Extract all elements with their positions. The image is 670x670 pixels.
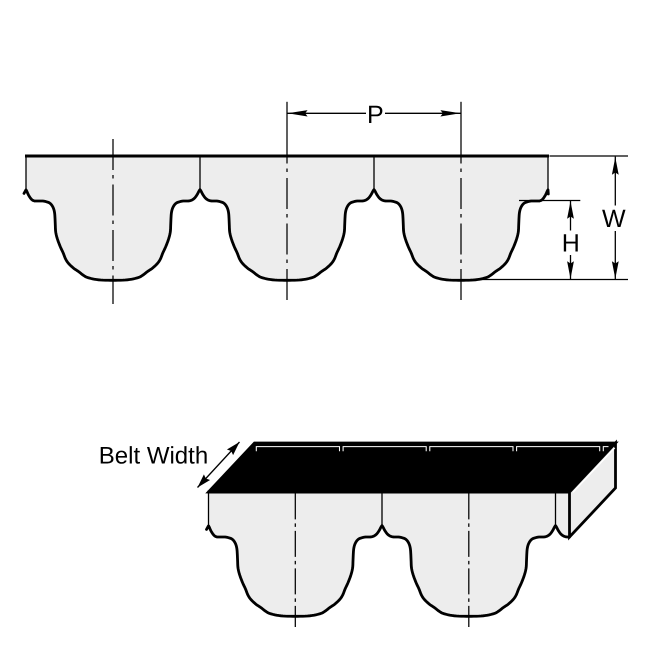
- svg-text:Belt Width: Belt Width: [99, 442, 208, 469]
- svg-text:P: P: [367, 101, 384, 129]
- svg-text:H: H: [562, 229, 580, 257]
- svg-text:W: W: [602, 205, 626, 233]
